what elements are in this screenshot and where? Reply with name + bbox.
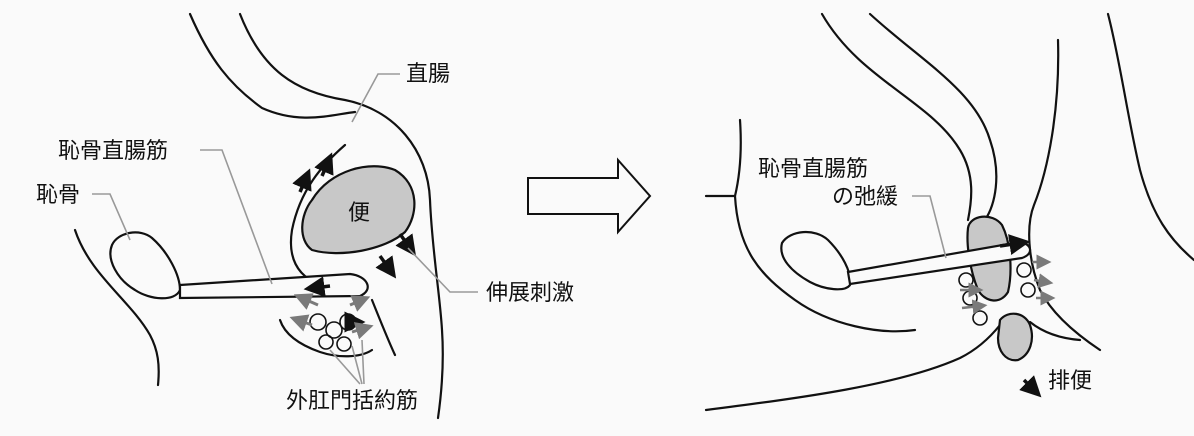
stool-right-lower bbox=[996, 312, 1034, 362]
outlet-right bbox=[704, 323, 1002, 412]
back-contour-right-3 bbox=[1106, 12, 1194, 262]
leader-sphincter bbox=[329, 339, 365, 385]
front-contour-right bbox=[704, 194, 917, 333]
transition-arrow bbox=[527, 157, 652, 235]
leader-puborectalis-relax bbox=[912, 195, 947, 259]
label-external-anal-sphincter: 外肛門括約筋 bbox=[286, 389, 418, 414]
right-panel: 恥骨直腸筋 の弛緩 排便 bbox=[704, 12, 1194, 412]
stool-left bbox=[301, 165, 416, 255]
pubic-bone-right bbox=[780, 231, 852, 291]
gray-arrows-right bbox=[960, 254, 1056, 315]
back-contour-right-2 bbox=[868, 12, 998, 222]
gray-arrows-left bbox=[289, 293, 374, 340]
leader-puborectalis bbox=[200, 149, 273, 285]
left-panel: 便 bbox=[36, 12, 574, 420]
leader-pubic-bone bbox=[92, 193, 131, 241]
sphincter-loops-left bbox=[309, 313, 357, 352]
label-puborectalis-right-line1: 恥骨直腸筋 bbox=[758, 157, 868, 182]
pubic-bone-left bbox=[109, 231, 182, 300]
back-contour-right-1 bbox=[820, 12, 973, 222]
push-arrows-right bbox=[999, 234, 1042, 398]
rectum-wall-right bbox=[1028, 38, 1102, 352]
label-pubic-bone: 恥骨 bbox=[36, 183, 80, 208]
push-arrows-left bbox=[292, 152, 417, 333]
label-defecation: 排便 bbox=[1048, 369, 1092, 394]
anal-canal-rear-left bbox=[370, 298, 397, 357]
puborectalis-muscle-left bbox=[178, 272, 369, 300]
outlet-rear-right bbox=[1028, 320, 1082, 342]
label-stretch-stimulus: 伸展刺激 bbox=[486, 281, 574, 306]
stool-label: 便 bbox=[348, 201, 370, 226]
label-puborectalis-right-line2: の弛緩 bbox=[832, 185, 898, 210]
leader-rectum bbox=[351, 73, 400, 123]
front-contour-right-upper bbox=[733, 118, 742, 198]
front-contour-left bbox=[73, 228, 160, 387]
anal-canal-left bbox=[278, 318, 374, 358]
label-puborectalis: 恥骨直腸筋 bbox=[58, 139, 168, 164]
rectum-outer-wall-left bbox=[238, 12, 444, 420]
label-rectum: 直腸 bbox=[406, 62, 450, 87]
back-contour-left bbox=[188, 12, 357, 119]
leader-stretch bbox=[407, 247, 478, 293]
